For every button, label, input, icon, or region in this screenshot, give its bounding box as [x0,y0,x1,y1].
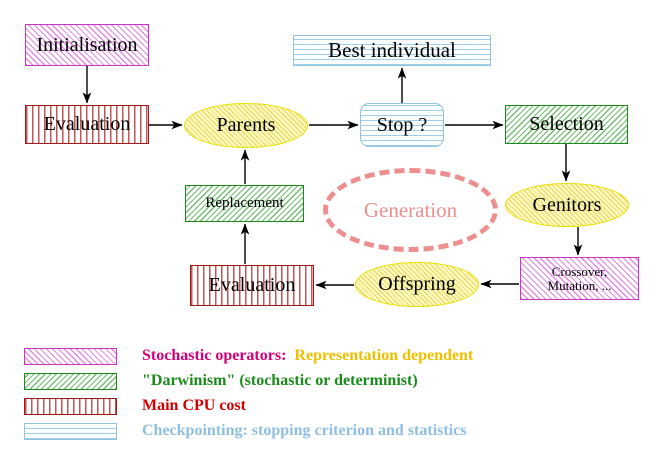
legend-row: "Darwinism" (stochastic or determinist) [24,369,644,393]
node-label-genitors: Genitors [532,193,602,216]
node-label-offspring: Offspring [378,273,456,295]
legend-text: Checkpointing: stopping criterion and st… [142,422,466,440]
legend-text-part: Main CPU cost [142,397,246,414]
legend-row: Stochastic operators: Representation dep… [24,344,644,368]
legend-text: "Darwinism" (stochastic or determinist) [142,372,418,390]
legend-text: Main CPU cost [142,397,246,415]
node-parents[interactable]: Parents [184,103,308,148]
node-selection[interactable]: Selection [505,105,628,144]
generation-label: Generation [363,197,458,222]
legend-text-part: Representation dependent [294,347,474,364]
node-best-individual[interactable]: Best individual [293,35,491,66]
node-evaluation-bottom[interactable]: Evaluation [190,265,314,306]
legend-swatch-red [24,397,117,415]
edges-group [82,66,583,290]
node-initialisation[interactable]: Initialisation [25,24,149,66]
legend-text-part: Stochastic operators: [142,347,295,364]
node-label-initialisation: Initialisation [36,33,138,56]
node-offspring[interactable]: Offspring [355,262,479,307]
legend-row: Main CPU cost [24,394,644,418]
node-replacement[interactable]: Replacement [185,185,304,222]
legend-text-part: Checkpointing: stopping criterion and st… [142,422,467,439]
node-evaluation-top[interactable]: Evaluation [25,105,149,144]
legend-swatch-magenta [24,347,117,365]
node-label-evaluation-top: Evaluation [43,113,131,135]
node-stop[interactable]: Stop ? [360,103,444,147]
legend-text: Stochastic operators: Representation dep… [142,347,473,365]
node-label-stop: Stop ? [376,113,428,136]
node-label-replacement: Replacement [205,194,284,211]
legend-swatch-green [24,372,117,390]
legend-text-part: "Darwinism" (stochastic or determinist) [142,372,418,389]
legend-row: Checkpointing: stopping criterion and st… [24,419,644,443]
node-crossover[interactable]: Crossover,Mutation, ... [520,257,639,300]
generation-ellipse: Generation [323,168,498,252]
legend-swatch-blue [24,422,117,440]
node-label-crossover: Crossover,Mutation, ... [547,263,612,293]
node-label-best-individual: Best individual [328,38,456,63]
node-label-evaluation-bottom: Evaluation [208,274,296,296]
node-label-selection: Selection [529,113,604,135]
node-genitors[interactable]: Genitors [505,183,629,227]
node-label-parents: Parents [216,114,276,136]
legend: Stochastic operators: Representation dep… [24,344,644,444]
